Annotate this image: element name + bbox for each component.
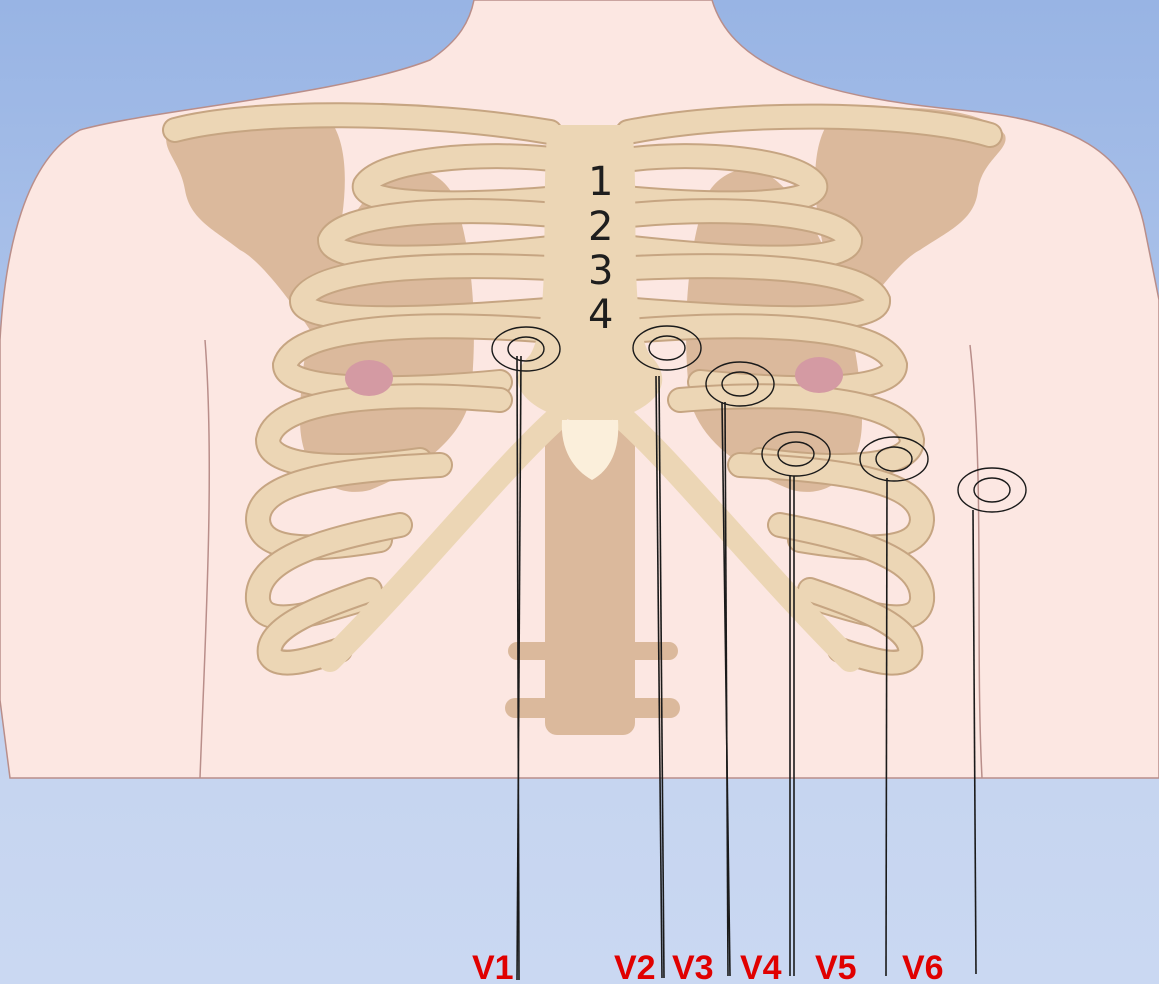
right-nipple bbox=[345, 360, 393, 396]
left-nipple bbox=[795, 357, 843, 393]
lead-label-v3: V3 bbox=[672, 949, 714, 984]
lead-label-v5: V5 bbox=[815, 949, 857, 984]
lead-label-v1: V1 bbox=[472, 949, 514, 984]
rib-number-3: 3 bbox=[588, 248, 613, 294]
rib-number-1: 1 bbox=[588, 159, 613, 205]
rib-number-4: 4 bbox=[588, 292, 613, 338]
wire-v5 bbox=[886, 478, 887, 976]
lead-label-v2: V2 bbox=[614, 949, 656, 984]
lead-label-v4: V4 bbox=[740, 949, 782, 984]
rib-number-2: 2 bbox=[588, 204, 613, 250]
lead-label-v6: V6 bbox=[902, 949, 944, 984]
